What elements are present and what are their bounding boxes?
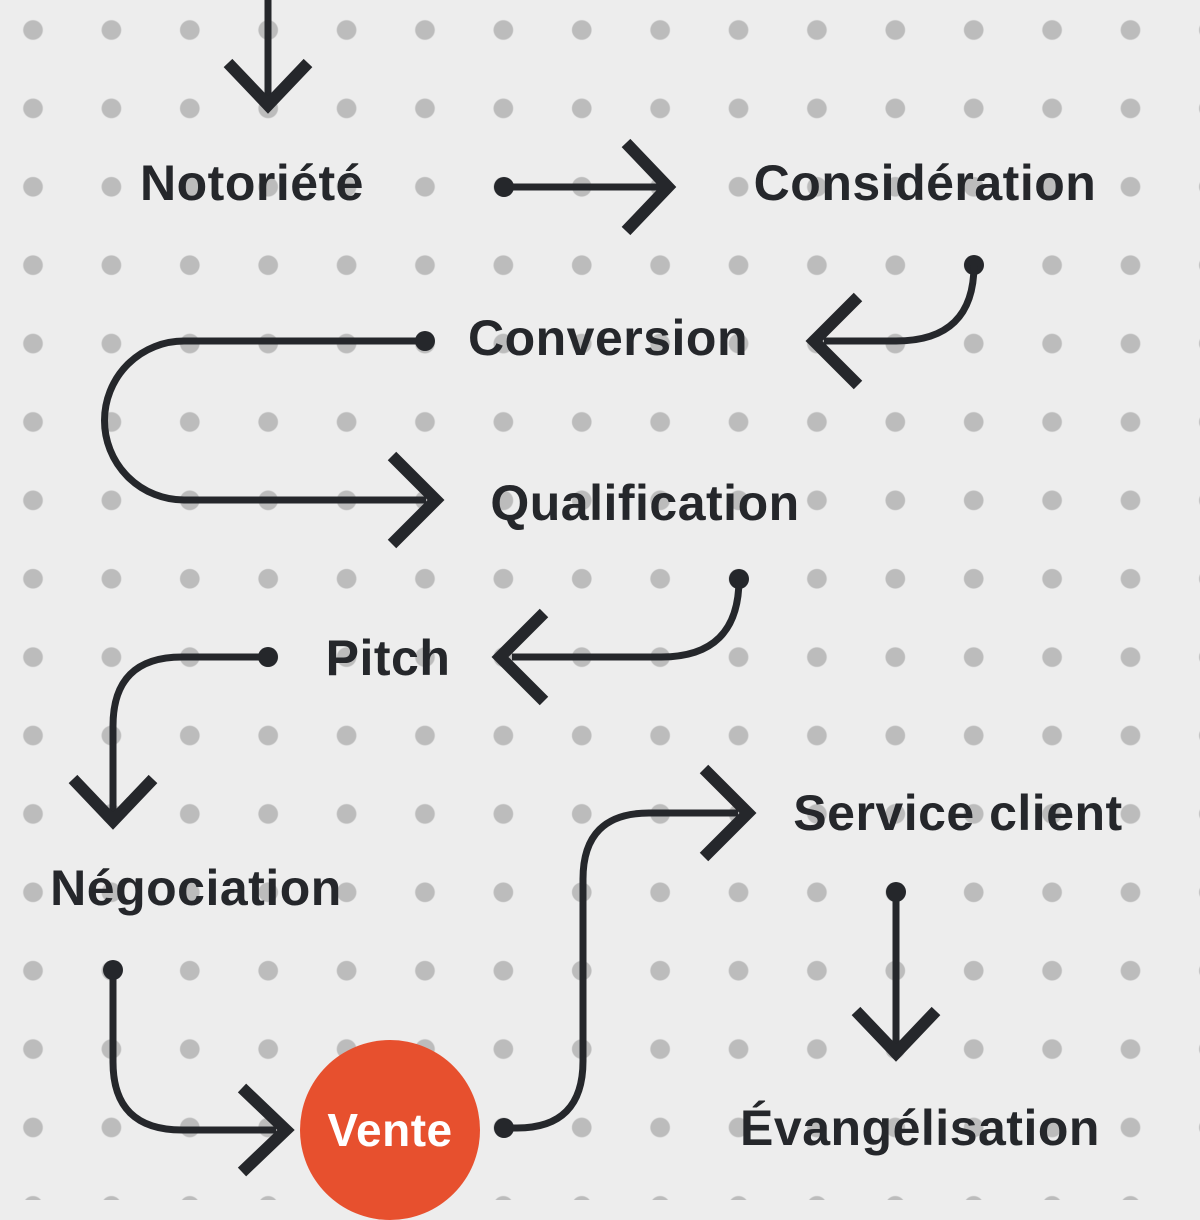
step-label-conversion: Conversion <box>467 310 749 366</box>
arrow-service-client-to-evangelisation <box>851 882 941 1062</box>
arrow-entry-to-notoriete <box>223 0 313 114</box>
step-label-pitch: Pitch <box>325 630 451 686</box>
arrow-pitch-to-negociation <box>68 647 278 830</box>
step-label-consideration: Considération <box>753 155 1097 211</box>
arrow-notoriete-to-consideration <box>494 138 677 236</box>
vente-highlight-circle: Vente <box>300 1040 480 1220</box>
step-label-service-client: Service client <box>793 785 1123 841</box>
arrow-consideration-to-conversion <box>805 255 984 390</box>
arrow-qualification-to-pitch <box>491 569 749 706</box>
step-label-negociation: Négociation <box>50 860 342 916</box>
step-label-evangelisation: Évangélisation <box>740 1100 1100 1156</box>
step-label-qualification: Qualification <box>490 475 800 531</box>
arrow-conversion-to-qualification <box>101 331 445 549</box>
step-label-vente: Vente <box>327 1104 453 1156</box>
arrow-vente-to-service-client <box>494 764 757 1138</box>
arrow-negociation-to-vente <box>103 960 295 1177</box>
step-label-notoriete: Notoriété <box>140 155 364 211</box>
